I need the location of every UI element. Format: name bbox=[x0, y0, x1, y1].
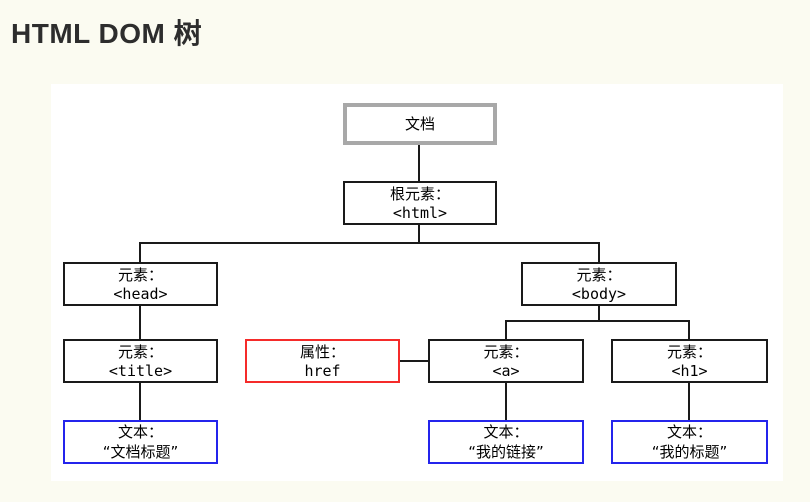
node-label: 文本： bbox=[117, 423, 163, 441]
dom-tree-diagram: 文档 根元素： <html> 元素： <head> 元素： <body> 元素：… bbox=[51, 84, 783, 481]
node-label: 元素： bbox=[576, 265, 622, 284]
connector-href-a bbox=[400, 360, 428, 362]
node-value: “文档标题” bbox=[102, 443, 179, 461]
connector-document-html bbox=[418, 145, 420, 182]
connector-html-split bbox=[418, 225, 420, 244]
node-root-element-html: 根元素： <html> bbox=[343, 181, 497, 225]
connector-h1-text bbox=[688, 383, 690, 420]
node-value: “我的标题” bbox=[651, 443, 728, 461]
node-document: 文档 bbox=[343, 103, 497, 145]
connector-title-text bbox=[139, 383, 141, 420]
connector-down-body bbox=[598, 242, 600, 262]
node-document-label: 文档 bbox=[404, 115, 435, 133]
connector-a-text bbox=[505, 383, 507, 420]
connector-head-title bbox=[139, 306, 141, 339]
node-text-my-link: 文本： “我的链接” bbox=[428, 420, 584, 464]
node-label: 元素： bbox=[117, 342, 163, 361]
node-tag: <html> bbox=[392, 203, 448, 222]
node-element-body: 元素： <body> bbox=[521, 262, 677, 306]
node-text-doc-title: 文本： “文档标题” bbox=[63, 420, 218, 464]
node-label: 文本： bbox=[666, 423, 712, 441]
node-tag: <h1> bbox=[671, 361, 708, 380]
node-text-my-heading: 文本： “我的标题” bbox=[611, 420, 768, 464]
page-title: HTML DOM 树 bbox=[11, 18, 203, 49]
node-element-h1: 元素： <h1> bbox=[611, 339, 768, 383]
connector-down-a bbox=[505, 320, 507, 339]
connector-split-a-h1 bbox=[505, 320, 690, 322]
node-value: href bbox=[304, 361, 341, 380]
node-tag: <head> bbox=[113, 284, 168, 303]
node-element-head: 元素： <head> bbox=[63, 262, 218, 306]
node-label: 元素： bbox=[483, 342, 529, 361]
node-tag: <body> bbox=[571, 284, 627, 303]
node-element-a: 元素： <a> bbox=[428, 339, 584, 383]
connector-down-head bbox=[139, 242, 141, 262]
node-tag: <title> bbox=[108, 361, 173, 380]
node-label: 元素： bbox=[117, 265, 163, 284]
node-value: “我的链接” bbox=[468, 443, 544, 461]
node-tag: <a> bbox=[492, 361, 520, 380]
node-attribute-href: 属性： href bbox=[245, 339, 400, 383]
node-element-title: 元素： <title> bbox=[63, 339, 218, 383]
node-label: 文本： bbox=[483, 423, 529, 441]
connector-split-head-body bbox=[139, 242, 600, 244]
node-label: 根元素： bbox=[389, 184, 450, 203]
connector-body-split bbox=[598, 306, 600, 322]
node-label: 属性： bbox=[299, 342, 345, 361]
node-label: 元素： bbox=[666, 342, 712, 361]
connector-down-h1 bbox=[688, 320, 690, 339]
